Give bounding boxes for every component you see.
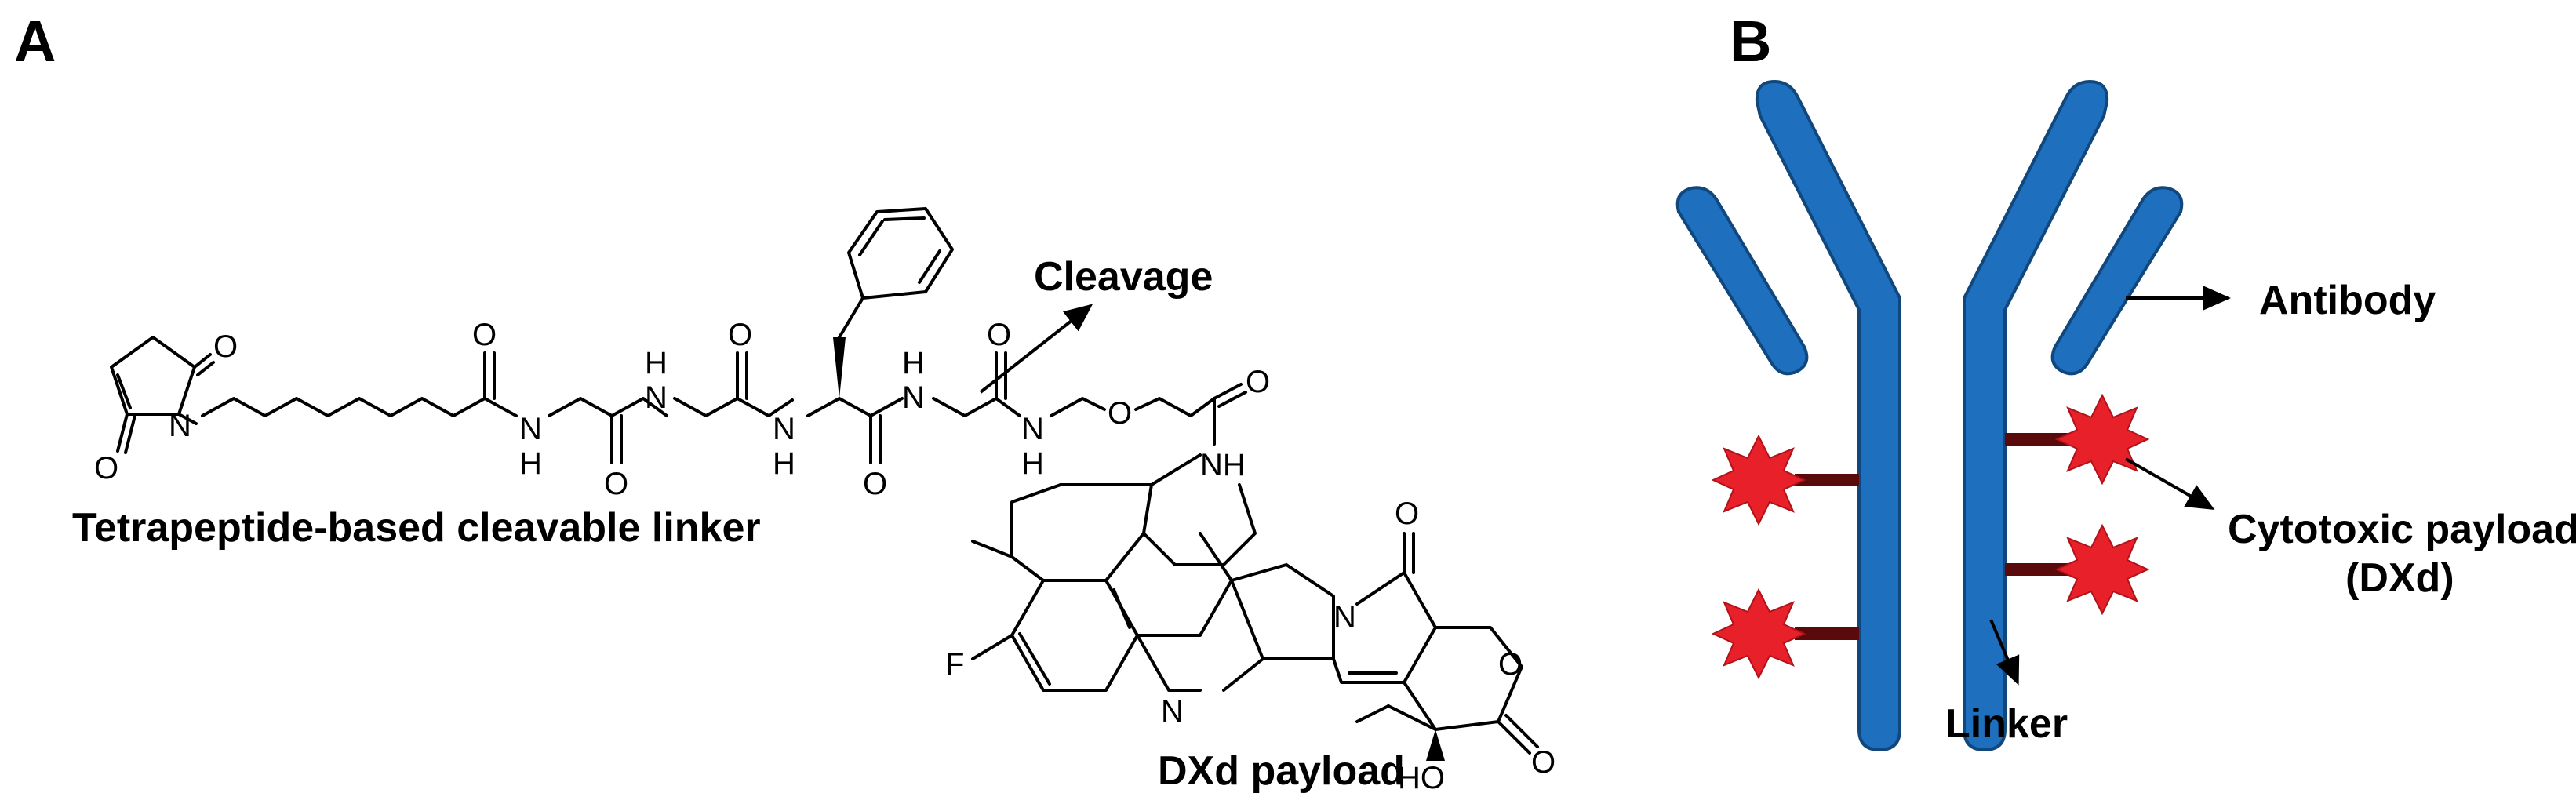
amide-oxygen-3: O (728, 318, 752, 352)
phe-backbone (806, 397, 904, 417)
antibody-heavy-chain-right (1963, 79, 2109, 752)
payload-callout-arrow (2125, 457, 2215, 510)
ether-oxygen: O (1108, 396, 1132, 431)
maleimide-nitrogen: N (169, 409, 191, 443)
amide-oxygen-6: O (1246, 365, 1270, 399)
maleimide-oxygen-top: O (213, 329, 238, 364)
amide-nitrogen-1: N (519, 412, 542, 446)
payload-caption: DXd payload (1158, 748, 1405, 793)
panel-b-letter: B (1730, 9, 1771, 74)
amide-hydrogen-5: H (1021, 446, 1044, 481)
linker-caption: Tetrapeptide-based cleavable linker (72, 505, 761, 551)
hexyl-chain (201, 397, 518, 417)
amide-nitrogen-5: N (1021, 412, 1044, 446)
payload-star-left-bottom (1711, 587, 1806, 680)
cleavage-label: Cleavage (1034, 254, 1213, 300)
payload-label-line-1: Cytotoxic payload (2228, 507, 2576, 552)
amide-nitrogen-3: N (773, 412, 795, 446)
panel-b: B Antibody Cytotoxic payload (1675, 9, 2576, 752)
lactam-oxygen: O (1395, 497, 1419, 531)
amide-hydrogen-1: H (519, 446, 542, 481)
linker-label: Linker (1945, 701, 2068, 747)
maleimide-oxygen-bottom: O (94, 451, 118, 486)
antibody-light-chain-right (2050, 186, 2184, 376)
lactone-carbonyl-oxygen: O (1531, 745, 1555, 780)
payload-star-right-top (2054, 393, 2150, 486)
amide-nitrogen-2: N (645, 380, 668, 415)
dxd-structure: N F N O O O HO (945, 453, 1555, 793)
amide-oxygen-1: O (472, 318, 497, 352)
antibody-heavy-chain-left (1755, 79, 1901, 752)
panel-a: A O N O O N H O H N O (14, 9, 1555, 793)
payload-star-right-bottom (2054, 523, 2150, 616)
fluorine-atom: F (945, 647, 964, 682)
gly-3-backbone (932, 397, 1021, 417)
amide-oxygen-2: O (604, 467, 628, 501)
amide-nh-to-payload: NH (1200, 448, 1246, 482)
phenyl-ring (847, 207, 954, 300)
cleavage-arrow (979, 304, 1093, 394)
amide-hydrogen-4: H (902, 346, 925, 380)
payload-label-line-2: (DXd) (2345, 555, 2454, 601)
payload-star-left-top (1711, 434, 1806, 526)
maleimide-group (110, 336, 215, 454)
amide-oxygen-4: O (863, 467, 887, 501)
methylene-ether-chain (1050, 397, 1106, 417)
hydroxyl-group: HO (1398, 761, 1445, 793)
quinoline-nitrogen: N (1161, 694, 1184, 729)
lactone-ring-oxygen: O (1498, 647, 1523, 682)
panel-a-letter: A (14, 9, 56, 74)
amide-oxygen-5: O (987, 318, 1011, 352)
amide-hydrogen-2: H (645, 346, 668, 380)
amide-hydrogen-3: H (773, 446, 795, 481)
antibody-light-chain-left (1675, 186, 1809, 376)
antibody-label: Antibody (2259, 278, 2436, 323)
amide-nitrogen-4: N (902, 380, 925, 415)
antibody-diagram (1675, 79, 2184, 752)
lactam-nitrogen: N (1333, 600, 1356, 635)
linker-callout-arrow (1989, 619, 2020, 686)
